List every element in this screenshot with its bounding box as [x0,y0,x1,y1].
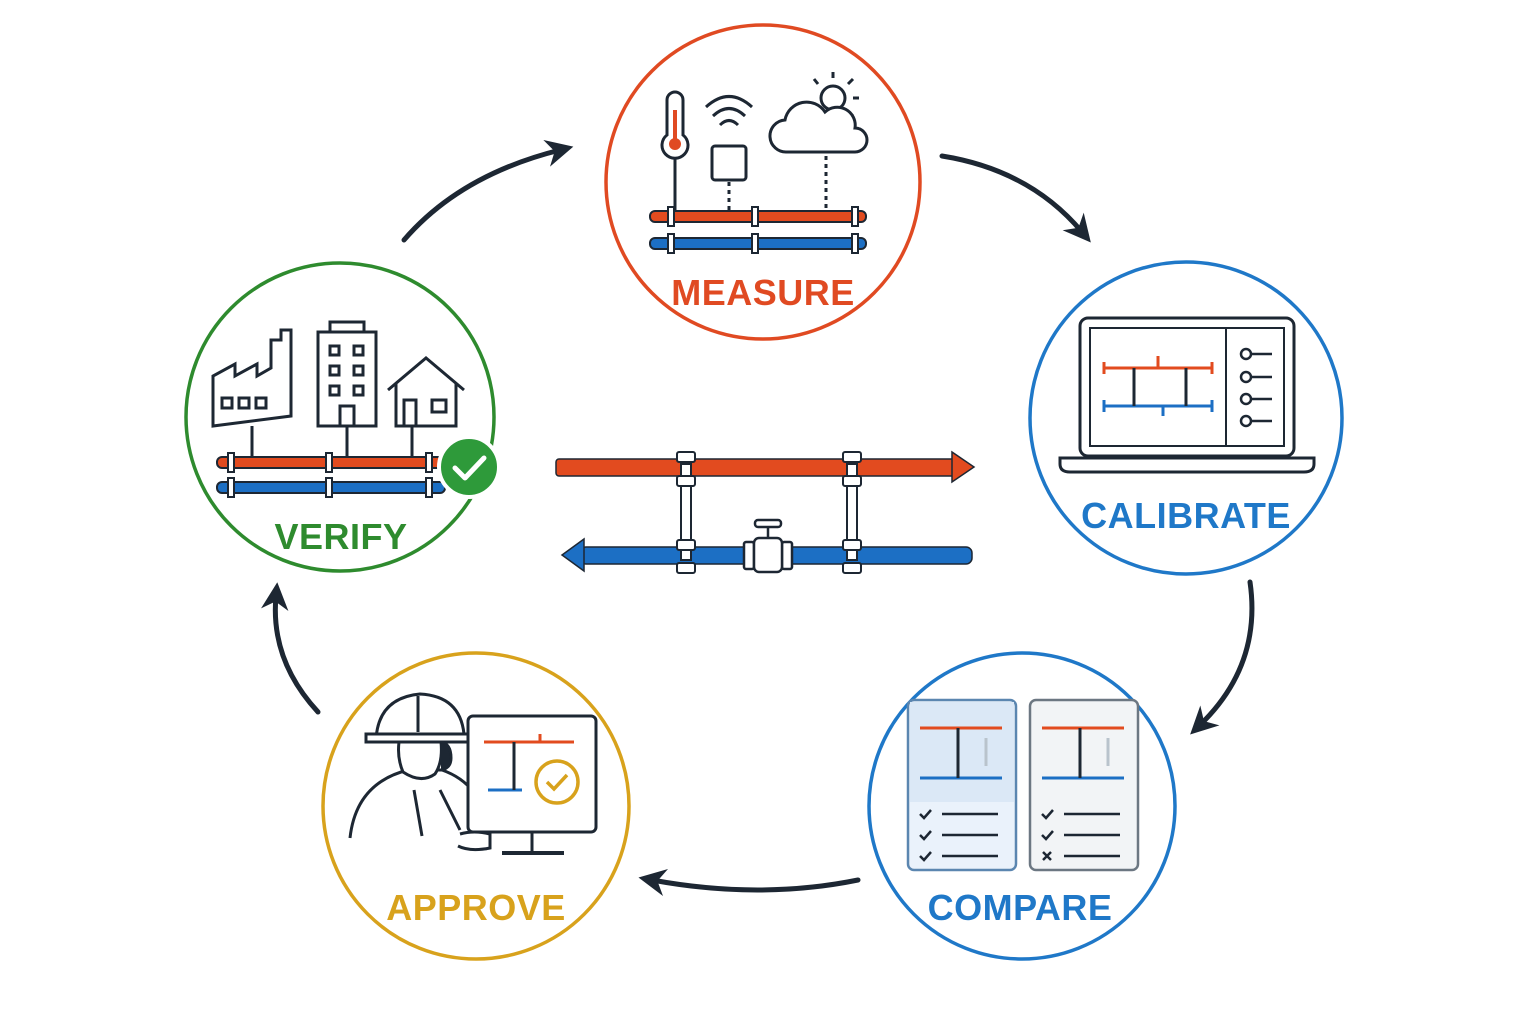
verify-label: VERIFY [274,516,407,557]
arrow-compare-to-approve [638,868,861,897]
house-icon [387,356,465,458]
compare-label: COMPARE [928,887,1113,928]
stage-verify: VERIFY [184,261,501,573]
wireless-sensor-icon [704,95,754,213]
center-pipe-system [555,450,976,574]
measure-pipe-pair-icon [649,206,867,254]
stage-calibrate: CALIBRATE [1028,260,1344,576]
arrow-approve-to-verify [261,582,321,715]
green-check-badge-icon [437,435,501,499]
supply-pipe-arrow-icon [555,450,976,484]
factory-icon [211,328,293,458]
monitor-icon [466,714,598,855]
cross-icon [1042,851,1052,861]
document-right-icon [1028,698,1140,872]
stage-measure: MEASURE [604,23,922,341]
valve-icon [742,518,794,574]
stage-approve: APPROVE [321,651,631,961]
cycle-arrows [261,139,1255,897]
arrow-verify-to-measure [401,139,574,243]
arrow-calibrate-to-compare [1190,579,1255,735]
slider-controls-icon [1239,347,1272,428]
stage-compare: COMPARE [867,651,1177,961]
riser-pipes [676,451,862,574]
arrow-measure-to-calibrate [939,153,1091,243]
pipe-schematic-icon [1102,356,1214,416]
engineer-hardhat-icon [348,692,492,852]
measure-label: MEASURE [671,272,855,313]
calibrate-label: CALIBRATE [1081,495,1291,536]
weather-icon [768,72,869,213]
check-circle-icon [534,759,580,805]
checklist-icon [919,809,998,862]
document-left-icon [906,698,1018,872]
thermometer-icon [660,90,690,215]
approve-label: APPROVE [386,887,566,928]
office-building-icon [316,320,378,458]
verify-pipe-pair-icon [216,452,446,498]
